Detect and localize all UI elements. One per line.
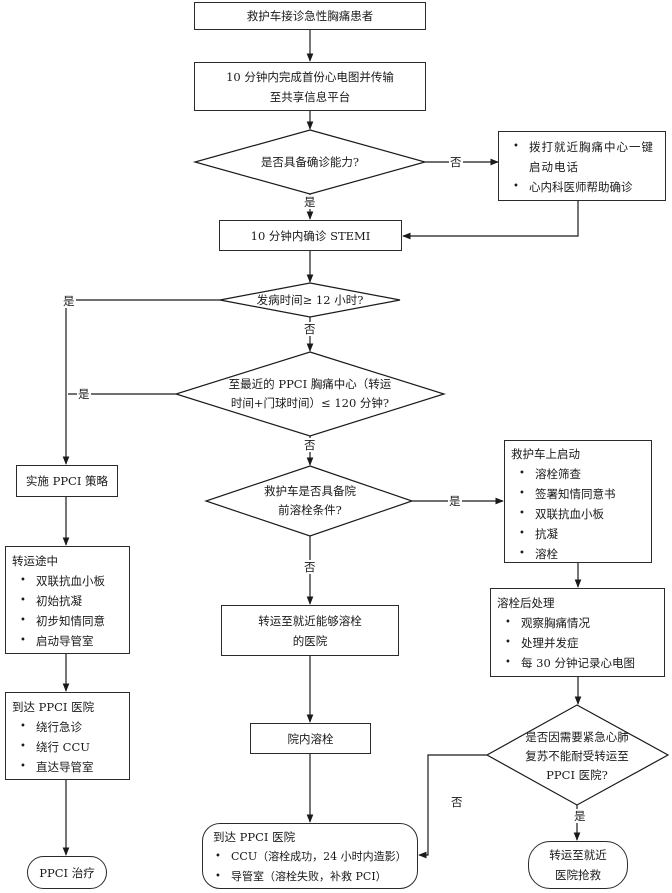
list-item: 观察胸痛情况 [503,613,658,633]
node-en-route: 转运途中 双联抗血小板 初始抗凝 初步知情同意 启动导管室 [5,546,130,654]
node-transfer-lysis-hospital: 转运至就近能够溶栓 的医院 [221,605,399,656]
box-title: 救护车上启动 [511,447,580,461]
box-title: 转运途中 [12,554,58,568]
node-transfer-rescue: 转运至就近 医院抢救 [528,841,628,889]
label-yes-onset: 是 [62,294,76,308]
node-arrive-ppci-left: 到达 PPCI 医院 绕行急诊 绕行 CCU 直达导管室 [5,692,130,780]
node-receive-patient: 救护车接诊急性胸痛患者 [194,2,426,30]
decision-onset-time: 发病时间≥ 12 小时? [256,292,364,307]
list-item: CCU（溶栓成功，24 小时内造影） [213,847,411,867]
list-item: 溶栓 [517,544,645,564]
node-inhospital-lysis: 院内溶栓 [250,723,371,754]
label-no-transport: 否 [303,438,317,452]
list-item: 直达导管室 [18,757,123,777]
label-yes-ambulance: 是 [448,494,462,508]
list-item: 溶栓筛查 [517,464,645,484]
decision-dx-ability: 是否具备确诊能力? [260,154,360,169]
list-item: 处理并发症 [503,633,658,653]
decision-ambulance-lysis: 救护车是否具备院 前溶栓条件? [264,484,356,517]
list-item: 双联抗血小板 [18,571,123,591]
list-item: 绕行 CCU [18,737,123,757]
call-item: 心内科医师帮助确诊 [511,177,659,197]
list-item: 双联抗血小板 [517,504,645,524]
label-no-onset: 否 [303,322,317,336]
node-post-lysis: 溶栓后处理 观察胸痛情况 处理并发症 每 30 分钟记录心电图 [490,588,665,677]
node-arrive-ppci-bottom: 到达 PPCI 医院 CCU（溶栓成功，24 小时内造影） 导管室（溶栓失败，补… [202,823,418,889]
label-no-dx-ability: 否 [449,155,463,169]
box-title: 到达 PPCI 医院 [213,830,296,844]
node-call-chest-pain-center: 拨打就近胸痛中心一键启动电话 心内科医师帮助确诊 [498,131,666,201]
list-item: 初步知情同意 [18,611,123,631]
label-yes-cpr: 是 [573,809,587,823]
box-title: 到达 PPCI 医院 [12,700,95,714]
node-ppci-strategy: 实施 PPCI 策略 [16,465,118,497]
node-ambulance-start: 救护车上启动 溶栓筛查 签署知情同意书 双联抗血小板 抗凝 溶栓 [504,440,652,564]
label-yes-transport: 是 [77,387,91,401]
node-ppci-treatment: PPCI 治疗 [27,856,107,889]
list-item: 抗凝 [517,524,645,544]
decision-cpr: 是否因需要紧急心肺 复苏不能耐受转运至 PPCI 医院? [525,729,629,782]
node-confirm-stemi: 10 分钟内确诊 STEMI [219,220,402,251]
list-item: 导管室（溶栓失败，补救 PCI） [213,867,411,887]
label-no-ambulance: 否 [303,560,317,574]
label-yes-dx-ability: 是 [303,195,317,209]
list-item: 每 30 分钟记录心电图 [503,653,658,673]
call-item: 拨打就近胸痛中心一键启动电话 [511,137,659,177]
list-item: 初始抗凝 [18,591,123,611]
list-item: 启动导管室 [18,631,123,651]
node-first-ecg: 10 分钟内完成首份心电图并传输 至共享信息平台 [194,62,426,111]
decision-transport-time: 至最近的 PPCI 胸痛中心（转运 时间+门球时间）≤ 120 分钟? [228,377,392,410]
label-no-cpr: 否 [450,795,464,809]
list-item: 签署知情同意书 [517,484,645,504]
box-title: 溶栓后处理 [497,596,555,610]
list-item: 绕行急诊 [18,717,123,737]
